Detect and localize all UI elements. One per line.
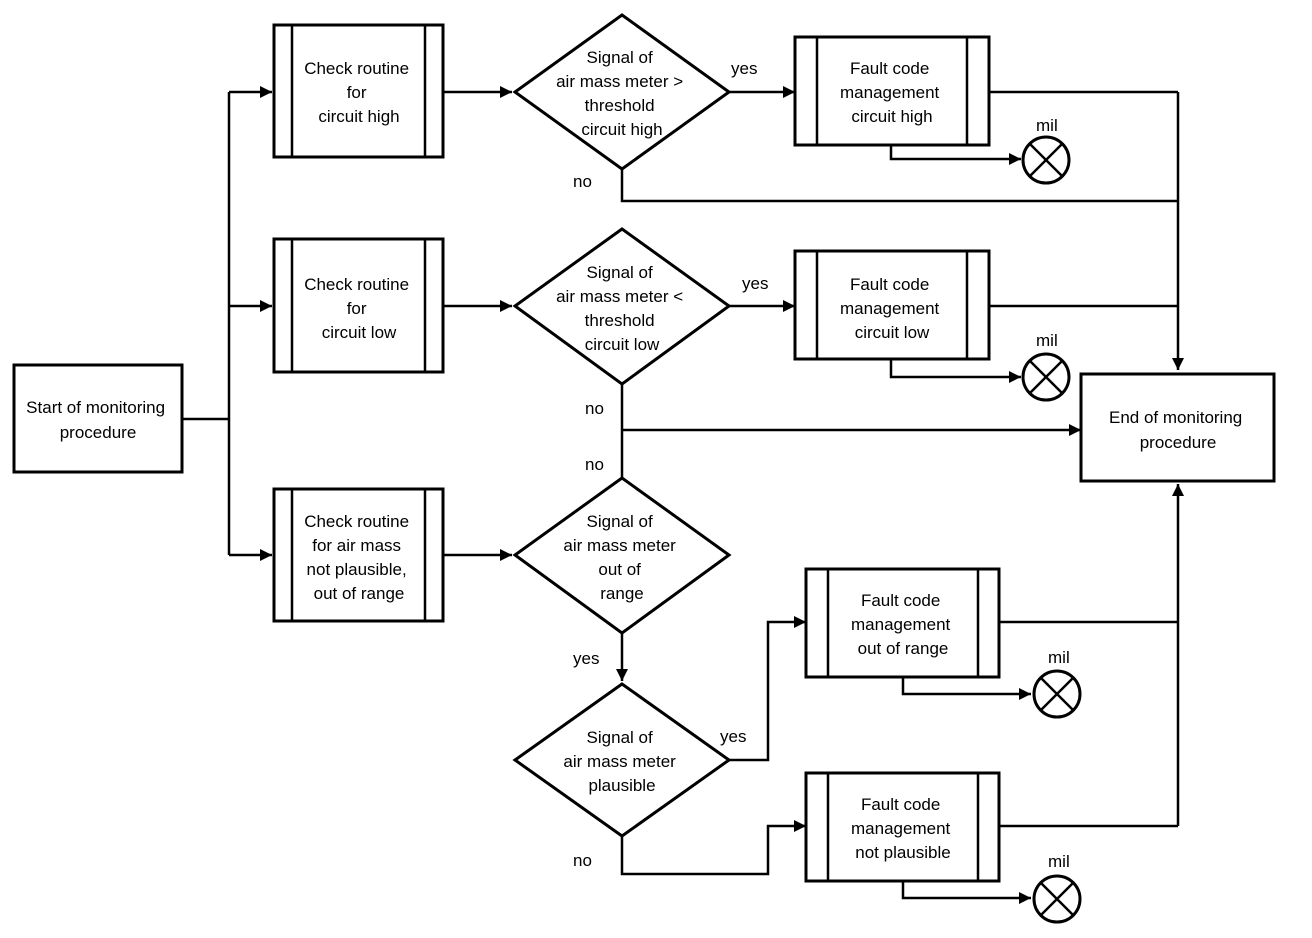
decision-circuit-high: Signal of air mass meter > threshold cir… xyxy=(512,13,732,171)
connector-high-no xyxy=(620,169,1178,203)
check-routine-plausible-range-label: Check routine for air mass not plausible… xyxy=(304,512,414,603)
start-label: Start of monitoring procedure xyxy=(26,398,170,442)
edge-labels: yes no yes no no yes yes no mil mil mil … xyxy=(573,59,1070,871)
lamp-cross-icon xyxy=(1021,135,1071,185)
fault-code-circuit-low: Fault code management circuit low xyxy=(793,249,991,361)
lamp-cross-icon xyxy=(1032,874,1082,924)
label-no-low: no xyxy=(585,399,604,418)
decision-circuit-low-label: Signal of air mass meter < threshold cir… xyxy=(556,263,688,354)
lamp-cross-icon xyxy=(1021,352,1071,402)
start-box: Start of monitoring procedure xyxy=(12,363,184,474)
decision-plausible: Signal of air mass meter plausible xyxy=(512,682,732,838)
check-routine-circuit-high-label: Check routine for circuit high xyxy=(304,59,414,126)
decision-out-of-range: Signal of air mass meter out of range xyxy=(512,476,732,635)
label-no-plausible: no xyxy=(573,851,592,870)
decision-out-of-range-label: Signal of air mass meter out of range xyxy=(563,512,680,603)
end-label: End of monitoring procedure xyxy=(1109,408,1247,452)
fault-code-out-of-range-label: Fault code management out of range xyxy=(851,591,955,658)
decision-circuit-high-label: Signal of air mass meter > threshold cir… xyxy=(556,48,688,139)
connector-plausible-yes xyxy=(729,616,806,762)
fault-code-not-plausible-label: Fault code management not plausible xyxy=(851,795,955,862)
connector-mil-low xyxy=(889,359,1021,383)
label-mil-high: mil xyxy=(1036,116,1058,135)
decision-plausible-label: Signal of air mass meter plausible xyxy=(563,728,680,795)
label-no-high: no xyxy=(573,172,592,191)
connector-plausible-no xyxy=(620,820,806,876)
check-routine-circuit-low-label: Check routine for circuit low xyxy=(304,275,414,342)
lamp-cross-icon xyxy=(1032,669,1082,719)
connector-mil-high xyxy=(889,145,1021,165)
decision-circuit-low: Signal of air mass meter < threshold cir… xyxy=(512,227,732,386)
label-yes-range: yes xyxy=(573,649,599,668)
check-routine-circuit-high: Check routine for circuit high xyxy=(272,23,445,159)
connector-mil-plausible xyxy=(901,881,1031,904)
label-mil-range: mil xyxy=(1048,648,1070,667)
end-box: End of monitoring procedure xyxy=(1079,372,1276,483)
fault-code-out-of-range: Fault code management out of range xyxy=(804,567,1001,679)
label-no-range: no xyxy=(585,455,604,474)
fault-code-circuit-high: Fault code management circuit high xyxy=(793,35,991,147)
check-routine-circuit-low: Check routine for circuit low xyxy=(272,237,445,374)
check-routine-plausible-range: Check routine for air mass not plausible… xyxy=(272,487,445,623)
label-yes-low: yes xyxy=(742,274,768,293)
label-yes-plausible: yes xyxy=(720,727,746,746)
connectors xyxy=(182,86,1184,904)
fault-code-circuit-low-label: Fault code management circuit low xyxy=(840,275,944,342)
label-mil-low: mil xyxy=(1036,331,1058,350)
fault-code-not-plausible: Fault code management not plausible xyxy=(804,771,1001,883)
connector-mil-range xyxy=(901,677,1031,700)
label-mil-plausible: mil xyxy=(1048,852,1070,871)
label-yes-high: yes xyxy=(731,59,757,78)
fault-code-circuit-high-label: Fault code management circuit high xyxy=(840,59,944,126)
